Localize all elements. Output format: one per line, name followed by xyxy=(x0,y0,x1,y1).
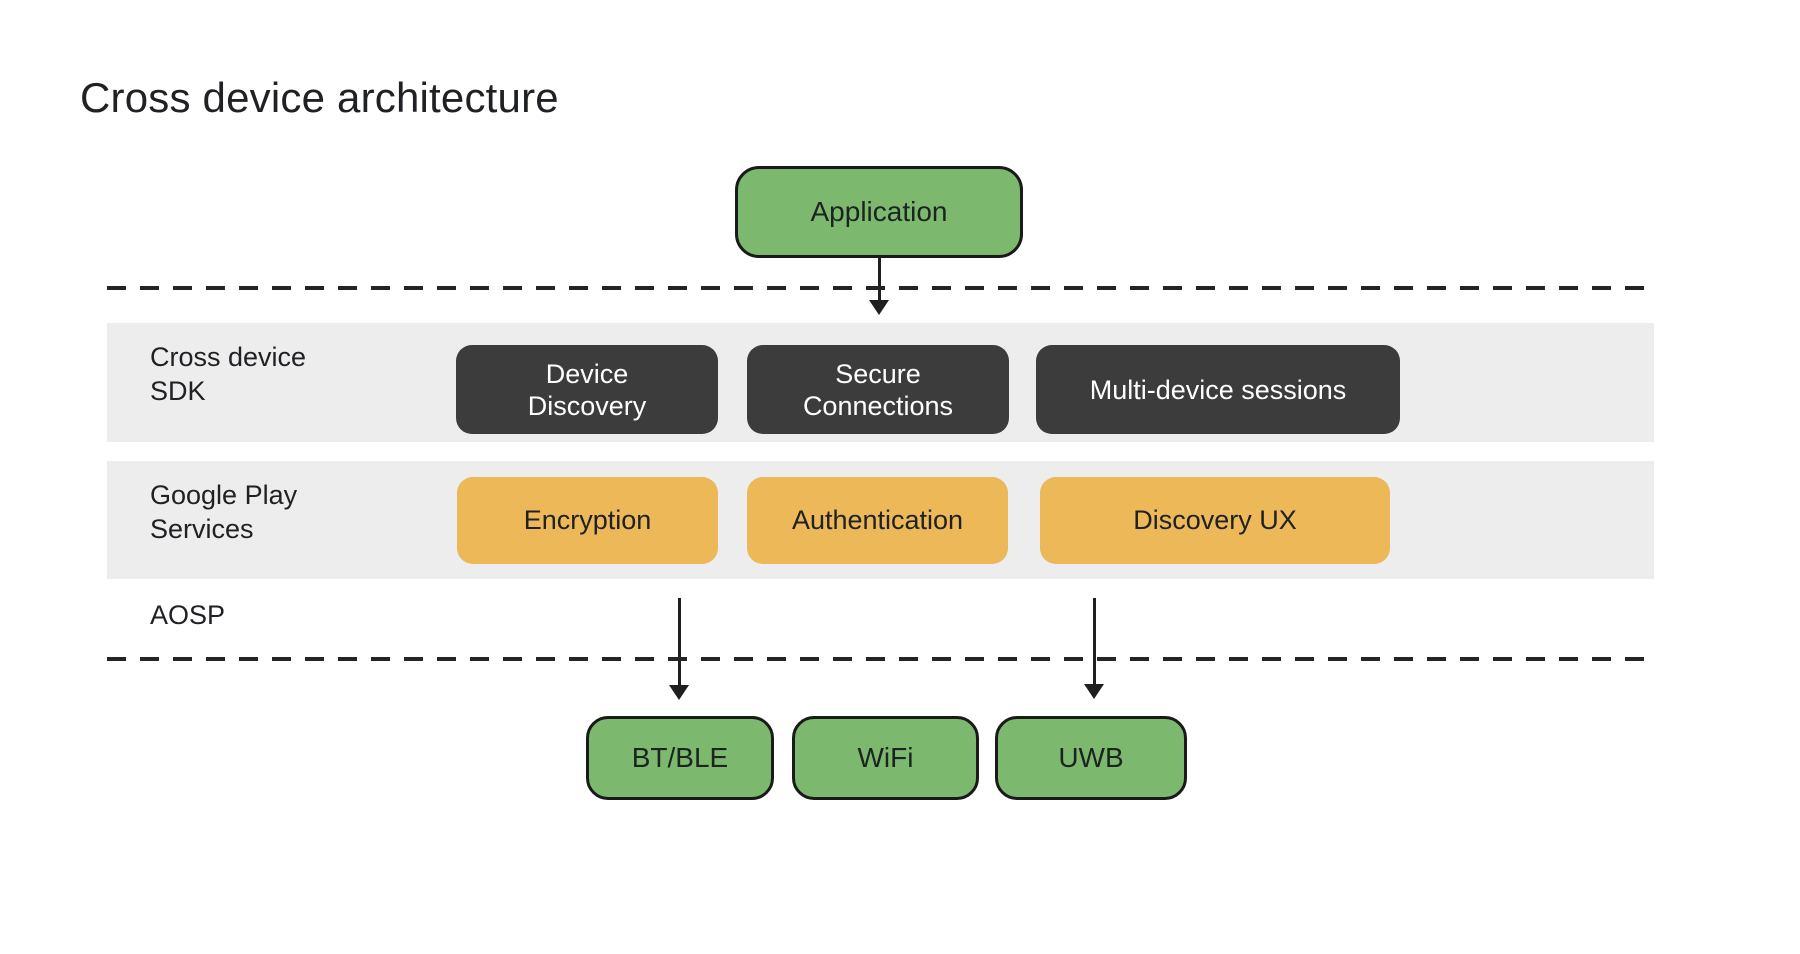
transport-node-label: WiFi xyxy=(857,742,914,773)
arrow-head-icon xyxy=(869,300,889,315)
transport-node-bt-ble: BT/BLE xyxy=(586,716,774,800)
arrow-head-icon xyxy=(669,685,689,700)
arrow-shaft xyxy=(677,598,681,685)
page-title: Cross device architecture xyxy=(80,74,559,121)
arrow-shaft xyxy=(877,258,881,300)
sdk-box-secure-connections: Secure Connections xyxy=(747,345,1009,434)
application-node: Application xyxy=(735,166,1023,258)
layer-label-cross-device-sdk: Cross device SDK xyxy=(150,342,307,406)
arrow-application-to-sdk xyxy=(869,258,889,315)
transport-node-label: UWB xyxy=(1058,742,1124,773)
gps-box-label: Encryption xyxy=(523,505,652,535)
gps-box-discovery-ux: Discovery UX xyxy=(1040,477,1390,564)
arrow-head-icon xyxy=(1084,684,1104,699)
sdk-box-label: Device Discovery xyxy=(527,358,647,421)
layer-label-aosp: AOSP xyxy=(150,600,226,630)
sdk-box-label: Multi-device sessions xyxy=(1089,374,1347,405)
gps-box-authentication: Authentication xyxy=(747,477,1008,564)
dashed-separator-bottom xyxy=(107,657,1657,661)
transport-node-wifi: WiFi xyxy=(792,716,979,800)
layer-label-google-play-services: Google Play Services xyxy=(150,480,298,544)
transport-node-uwb: UWB xyxy=(995,716,1187,800)
arrow-to-uwb xyxy=(1084,598,1104,699)
sdk-box-label: Secure Connections xyxy=(802,358,954,421)
gps-box-label: Authentication xyxy=(791,505,964,535)
transport-node-label: BT/BLE xyxy=(631,742,729,773)
dashed-separator-top xyxy=(107,286,1653,290)
arrow-to-bt-ble xyxy=(669,598,689,700)
gps-box-encryption: Encryption xyxy=(457,477,718,564)
sdk-box-device-discovery: Device Discovery xyxy=(456,345,718,434)
sdk-box-multi-device-sessions: Multi-device sessions xyxy=(1036,345,1400,434)
gps-box-label: Discovery UX xyxy=(1133,505,1297,535)
application-node-label: Application xyxy=(810,196,948,227)
arrow-shaft xyxy=(1092,598,1096,684)
